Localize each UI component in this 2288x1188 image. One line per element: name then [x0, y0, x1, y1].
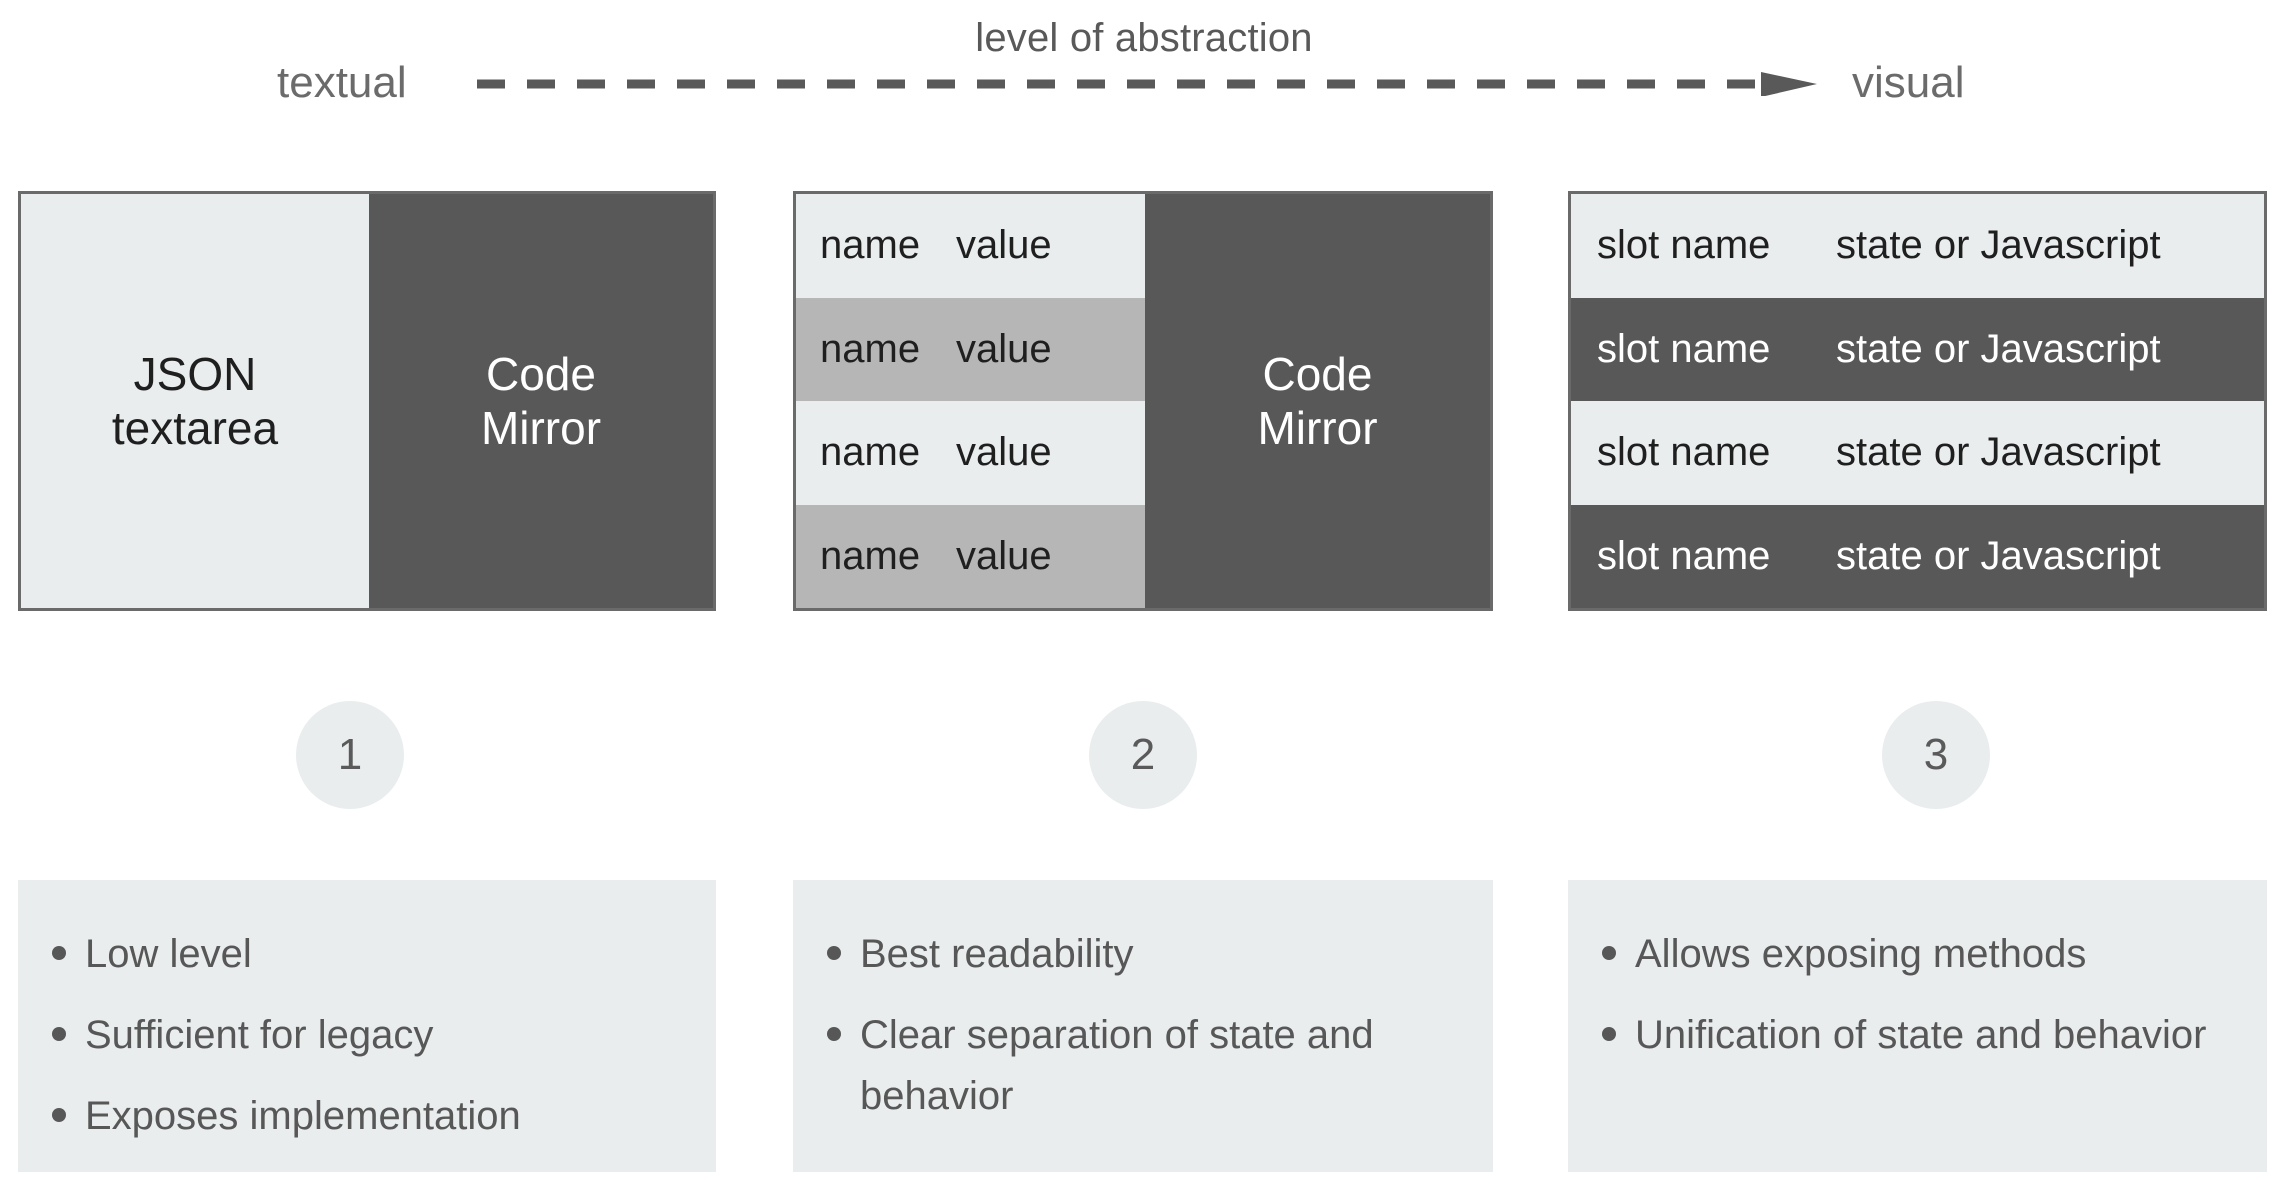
pros-card-2: Best readability Clear separation of sta…: [793, 880, 1493, 1172]
row-value: state or Javascript: [1836, 326, 2161, 371]
list-item: Low level: [52, 924, 682, 985]
axis-right-label: visual: [1852, 58, 1965, 107]
panel-slot-table: slot name state or Javascript slot name …: [1568, 191, 2267, 611]
pros-card-3: Allows exposing methods Unification of s…: [1568, 880, 2267, 1172]
bullet-text: Allows exposing methods: [1635, 932, 2087, 976]
bullet-text: Exposes implementation: [85, 1093, 521, 1138]
row-value: value: [956, 533, 1052, 578]
row-name: slot name: [1597, 326, 1771, 371]
panel-json-textarea: JSON textarea Code Mirror: [18, 191, 716, 611]
row-name: name: [820, 326, 921, 371]
table-row: name value: [796, 504, 1145, 608]
table-row: slot name state or Javascript: [1571, 504, 2264, 608]
bullet-text: Unification of state and behavior: [1635, 1012, 2207, 1057]
row-value: value: [956, 326, 1052, 371]
bullet-list-2: Best readability Clear separation of sta…: [827, 924, 1459, 1126]
abstraction-arrow-icon: [477, 72, 1817, 96]
row-value: value: [956, 223, 1052, 268]
table-row: name value: [796, 401, 1145, 505]
list-item: Sufficient for legacy: [52, 1005, 682, 1066]
bullet-dot-icon: [1602, 946, 1616, 960]
bullet-list-3: Allows exposing methods Unification of s…: [1602, 924, 2233, 1066]
row-name: slot name: [1597, 533, 1771, 578]
bullet-dot-icon: [52, 1107, 66, 1122]
bullet-dot-icon: [827, 1026, 841, 1041]
row-name: name: [820, 223, 921, 268]
list-item: Best readability: [827, 924, 1459, 985]
pane-label-code-mirror-1: Code Mirror: [480, 347, 602, 454]
list-item: Unification of state and behavior: [1602, 1005, 2233, 1066]
axis-title: level of abstraction: [975, 16, 1313, 60]
step-badge-1: 1: [296, 701, 404, 809]
bullet-text: Best readability: [860, 932, 1134, 976]
row-value: state or Javascript: [1836, 430, 2161, 475]
table-row: slot name state or Javascript: [1571, 194, 2264, 298]
bullet-dot-icon: [52, 946, 66, 960]
row-name: name: [820, 533, 921, 578]
step-badge-2: 2: [1089, 701, 1197, 809]
table-row: name value: [796, 297, 1145, 401]
table-row: slot name state or Javascript: [1571, 297, 2264, 401]
slot-rows: slot name state or Javascript slot name …: [1571, 194, 2264, 608]
bullet-dot-icon: [1602, 1026, 1616, 1041]
pane-code-mirror-1: Code Mirror: [369, 194, 713, 608]
list-item: Exposes implementation: [52, 1086, 682, 1147]
bullet-dot-icon: [827, 946, 841, 960]
list-item: Allows exposing methods: [1602, 924, 2233, 985]
pane-label-code-mirror-2: Code Mirror: [1257, 347, 1378, 454]
row-value: state or Javascript: [1836, 533, 2161, 578]
row-value: state or Javascript: [1836, 223, 2161, 268]
table-row: slot name state or Javascript: [1571, 401, 2264, 505]
pane-json-textarea: JSON textarea: [21, 194, 369, 608]
pros-card-1: Low level Sufficient for legacy Exposes …: [18, 880, 716, 1172]
row-value: value: [956, 430, 1052, 475]
bullet-dot-icon: [52, 1026, 66, 1041]
name-value-rows: name value name value name value name va…: [796, 194, 1145, 608]
pane-label-json-textarea: JSON textarea: [111, 347, 279, 454]
row-name: slot name: [1597, 430, 1771, 475]
row-name: slot name: [1597, 223, 1771, 268]
step-badge-3: 3: [1882, 701, 1990, 809]
axis-left-label: textual: [277, 58, 407, 107]
pane-code-mirror-2: Code Mirror: [1145, 194, 1490, 608]
list-item: Clear separation of state and behavior: [827, 1005, 1459, 1127]
bullet-text: Clear separation of state and behavior: [860, 1012, 1374, 1118]
row-name: name: [820, 430, 921, 475]
bullet-text: Low level: [85, 932, 252, 976]
bullet-text: Sufficient for legacy: [85, 1012, 434, 1057]
panel-name-value-table: name value name value name value name va…: [793, 191, 1493, 611]
bullet-list-1: Low level Sufficient for legacy Exposes …: [52, 924, 682, 1146]
table-row: name value: [796, 194, 1145, 298]
